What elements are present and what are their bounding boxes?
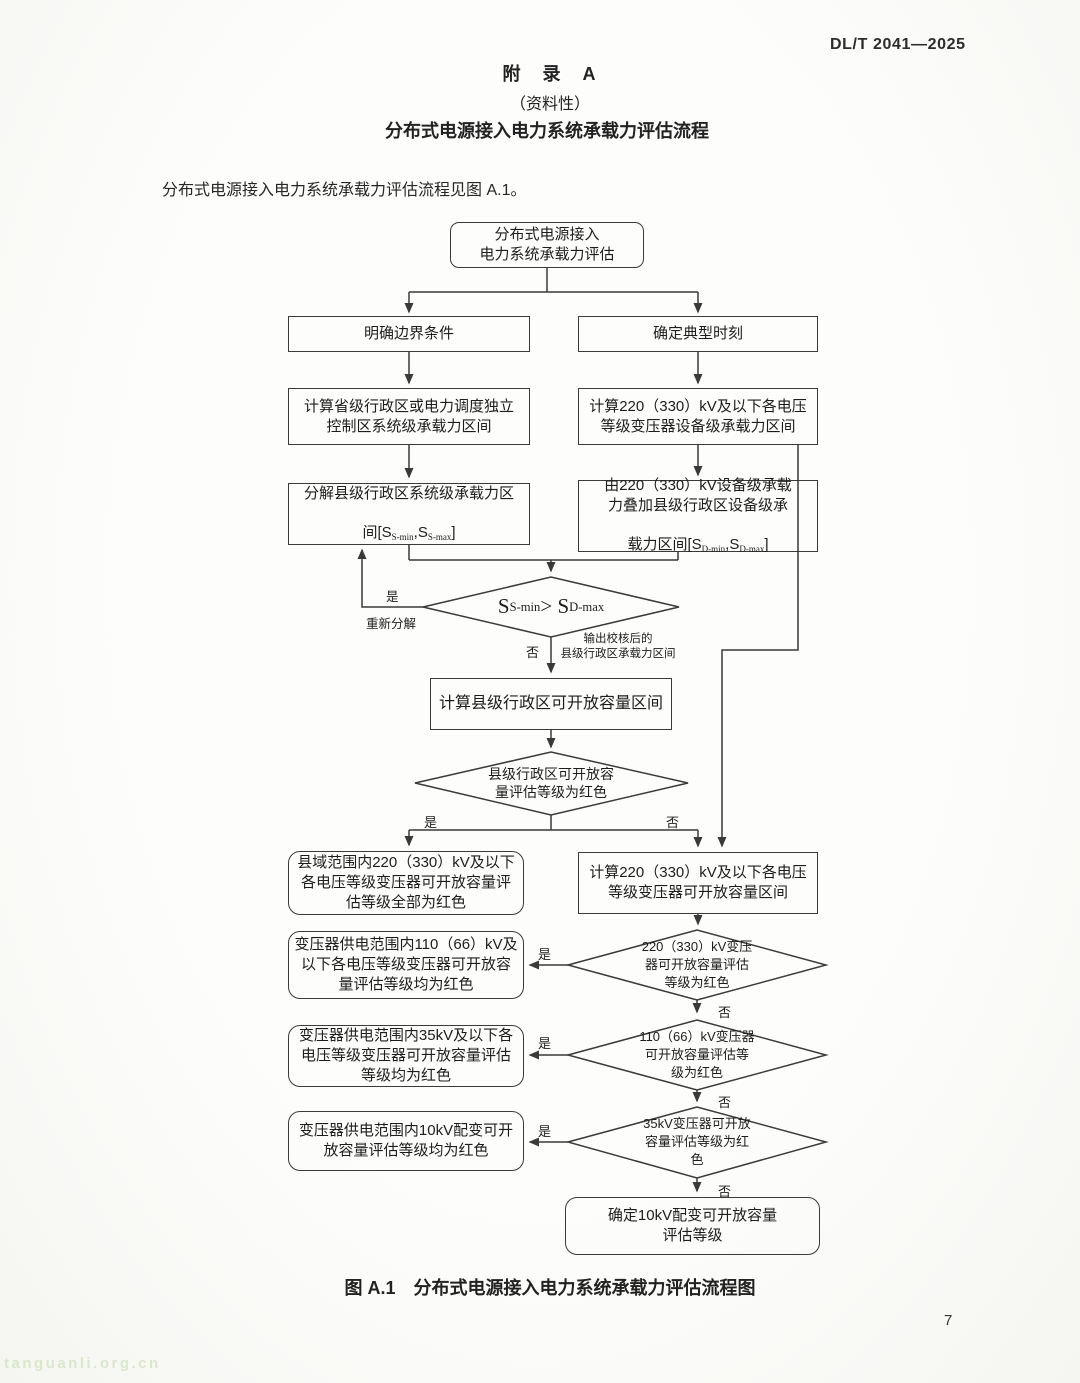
node-start: 分布式电源接入 电力系统承载力评估 (450, 222, 644, 268)
appendix-label: 附 录 A (502, 64, 598, 84)
watermark: tanguanli.org.cn (4, 1355, 161, 1372)
node-transformer-capacity: 计算220（330）kV及以下各电压 等级变压器可开放容量区间 (578, 852, 818, 914)
compare-sub2: D-max (569, 599, 605, 614)
edge-label-yes-county: 是 (424, 815, 438, 830)
superpose-p2: ,S (725, 536, 740, 554)
decision-110kv-label: 110（66）kV变压器 可开放容量评估等 级为红色 (639, 1029, 755, 1080)
superpose-p1: 载力区间[S (627, 536, 702, 554)
edge-label-no-220kv: 否 (718, 1005, 732, 1020)
node-device-interval: 计算220（330）kV及以下各电压 等级变压器设备级承载力区间 (578, 388, 818, 445)
informative-label: （资料性） (509, 96, 590, 113)
edge-label-yes-redecompose: 是 (386, 590, 399, 604)
decompose-p3: ] (451, 524, 456, 542)
decompose-line1: 分解县级行政区系统级承载力区 (303, 484, 514, 502)
node-decompose-county: 分解县级行政区系统级承载力区 间[SS-min,SS-max] (288, 483, 530, 545)
edge-label-no-35kv: 否 (718, 1184, 732, 1199)
edge-label-no-compare: 否 (526, 645, 540, 660)
node-10kv-all-red: 变压器供电范围内10kV配变可开 放容量评估等级均为红色 (288, 1111, 524, 1171)
node-system-interval: 计算省级行政区或电力调度独立 控制区系统级承载力区间 (288, 388, 530, 445)
node-superpose-device: 由220（330）kV设备级承载 力叠加县级行政区设备级承 载力区间[SD-mi… (578, 477, 818, 554)
edge-label-no-110kv: 否 (718, 1095, 732, 1110)
edge-label-yes-35kv: 是 (538, 1124, 552, 1139)
decompose-sub1: S-min (391, 532, 414, 543)
connector-lines (357, 268, 799, 1193)
superpose-p3: ] (764, 536, 769, 554)
node-boundary-conditions: 明确边界条件 (288, 316, 530, 352)
superpose-sub2: D-max (739, 544, 765, 555)
edge-label-redecompose: 重新分解 (366, 617, 417, 631)
edge-label-yes-110kv: 是 (538, 1036, 552, 1051)
intro-text: 分布式电源接入电力系统承载力评估流程见图 A.1。 (162, 182, 527, 199)
appendix-heading: 分布式电源接入电力系统承载力评估流程 (385, 121, 709, 141)
superpose-line2: 力叠加县级行政区设备级承 (607, 496, 788, 514)
superpose-line1: 由220（330）kV设备级承载 (604, 476, 792, 494)
compare-p2: > S (540, 594, 570, 619)
page-number: 7 (944, 1312, 953, 1329)
decompose-p2: ,S (413, 524, 428, 542)
edge-label-yes-220kv: 是 (538, 947, 552, 962)
edge-label-checked-note: 输出校核后的 县级行政区承载力区间 (560, 633, 676, 660)
node-35kv-all-red: 变压器供电范围内35kV及以下各 电压等级变压器可开放容量评估 等级均为红色 (288, 1025, 524, 1087)
decision-35kv-label: 35kV变压器可开放 容量评估等级为红 色 (643, 1116, 751, 1167)
node-110kv-all-red: 变压器供电范围内110（66）kV及 以下各电压等级变压器可开放容 量评估等级均… (288, 931, 524, 999)
node-typical-moment: 确定典型时刻 (578, 316, 818, 352)
compare-p1: S (497, 594, 510, 619)
decision-diamonds (414, 576, 829, 1179)
compare-sub1: S-min (509, 599, 541, 614)
node-10kv-final: 确定10kV配变可开放容量 评估等级 (565, 1197, 820, 1255)
decompose-formula: 间[SS-min,SS-max] (362, 504, 455, 545)
node-county-capacity: 计算县级行政区可开放容量区间 (430, 678, 672, 730)
decompose-p1: 间[S (362, 524, 392, 542)
decision-county-red-label: 县级行政区可开放容 量评估等级为红色 (488, 765, 614, 800)
figure-caption: 图 A.1 分布式电源接入电力系统承载力评估流程图 (344, 1278, 756, 1298)
doc-number: DL/T 2041—2025 (830, 36, 966, 53)
decompose-sub2: S-max (427, 532, 452, 543)
superpose-formula: 载力区间[SD-min,SD-max] (627, 516, 768, 557)
edge-label-no-county: 否 (666, 815, 680, 830)
decision-220kv-label: 220（330）kV变压 器可开放容量评估 等级为红色 (641, 939, 753, 990)
superpose-sub1: D-min (701, 544, 726, 555)
node-county-all-red: 县域范围内220（330）kV及以下 各电压等级变压器可开放容量评 估等级全部为… (288, 851, 524, 915)
